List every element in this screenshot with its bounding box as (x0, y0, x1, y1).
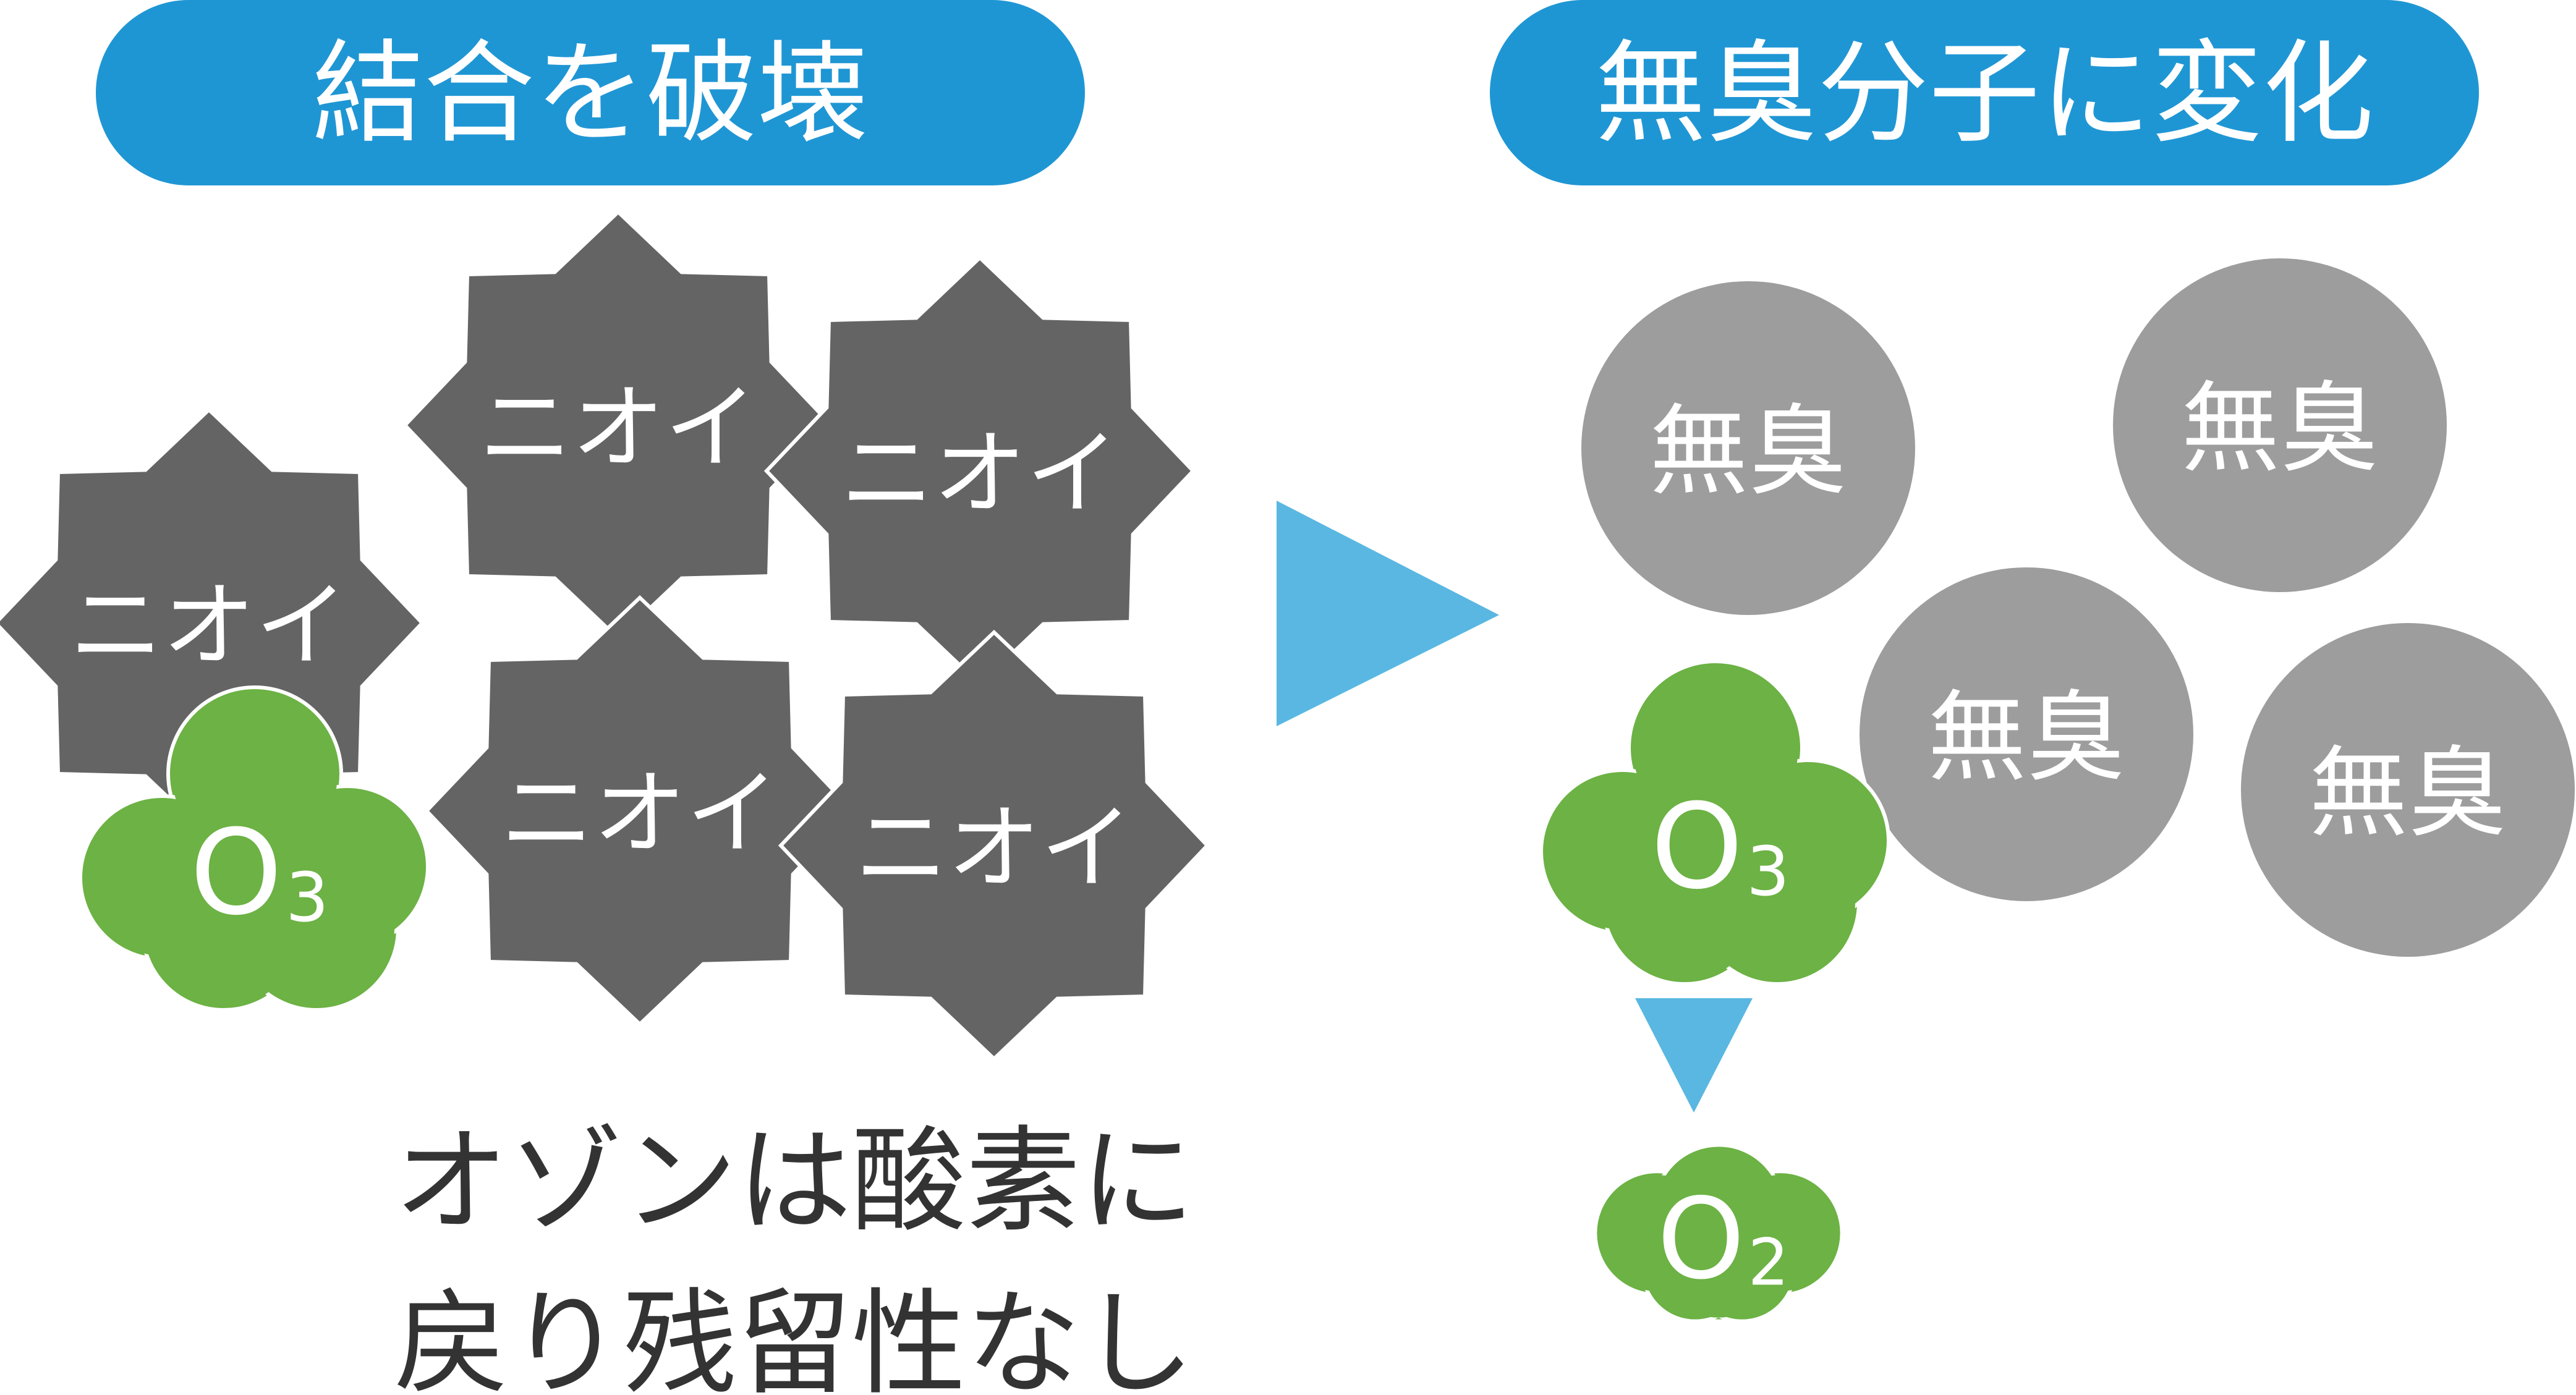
odor-molecule: ニオイ (763, 255, 1196, 687)
odor-label: ニオイ (479, 375, 757, 482)
molecule-letter: O (190, 805, 283, 941)
odor-label: ニオイ (855, 795, 1133, 902)
odor-label: ニオイ (501, 760, 779, 868)
odor-label: ニオイ (70, 572, 348, 680)
header-right-label: 無臭分子に変化 (1595, 30, 2374, 159)
right-arrow-icon (1277, 501, 1499, 726)
odorless-circle (1581, 281, 1915, 615)
odor-molecule: ニオイ (402, 209, 835, 642)
odorless-molecule: 無臭 (1860, 567, 2193, 901)
odorless-molecules: 無臭無臭無臭無臭 (1581, 258, 2575, 957)
header-left: 結合を破壊 (96, 0, 1085, 185)
odorless-molecule: 無臭 (2113, 258, 2447, 592)
caption-line-1: オゾンは酸素に (394, 1114, 1195, 1248)
molecule-subscript: 2 (1748, 1225, 1790, 1300)
odorless-label: 無臭 (2181, 371, 2379, 486)
molecule-letter: O (1657, 1174, 1745, 1304)
odorless-label: 無臭 (1928, 680, 2125, 795)
odorless-circle (1860, 567, 2193, 901)
down-arrow-icon (1635, 998, 1753, 1113)
molecule-subscript: 3 (286, 858, 329, 937)
odor-spiky-shape (423, 595, 856, 1027)
odor-molecules: ニオイニオイニオイニオイニオイ (0, 209, 1210, 1062)
molecule-blob-fill (1626, 764, 1804, 942)
header-left-label: 結合を破壊 (312, 30, 869, 159)
odor-molecule: ニオイ (778, 629, 1210, 1062)
molecule-blob-fill (1693, 1219, 1792, 1318)
caption-line-2: 戻り残留性なし (394, 1277, 1195, 1395)
molecule-subscript: 3 (1746, 832, 1790, 911)
odorless-label: 無臭 (1649, 394, 1847, 509)
molecule-letter: O (1651, 779, 1743, 915)
caption: オゾンは酸素に 戻り残留性なし (394, 1114, 1195, 1395)
header-right: 無臭分子に変化 (1490, 0, 2479, 185)
odorless-molecule: 無臭 (1581, 281, 1915, 615)
odor-label: ニオイ (841, 420, 1119, 528)
odor-spiky-shape (778, 629, 1210, 1062)
molecule-blob-fill (166, 790, 344, 968)
odor-molecule: ニオイ (423, 595, 856, 1027)
odorless-label: 無臭 (2309, 736, 2507, 851)
odorless-circle (2113, 258, 2447, 592)
odorless-molecule: 無臭 (2241, 623, 2575, 957)
odorless-circle (2241, 623, 2575, 957)
